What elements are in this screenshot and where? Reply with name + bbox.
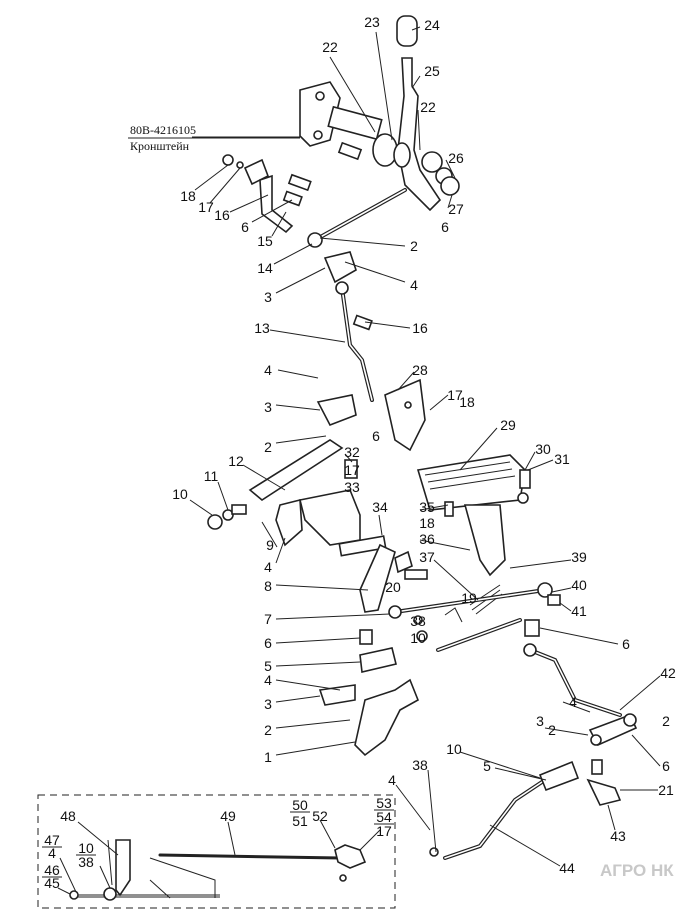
callout-40: 40 bbox=[571, 577, 587, 593]
bracket-name: Кронштейн bbox=[130, 139, 190, 153]
callout-21: 21 bbox=[658, 782, 674, 798]
leader-lines bbox=[57, 26, 661, 895]
bracket-part-number: 80В-4216105 bbox=[130, 123, 196, 137]
callout-4: 4 bbox=[410, 277, 418, 293]
callout-38: 38 bbox=[412, 757, 428, 773]
callout-4: 4 bbox=[48, 845, 56, 861]
callout-28: 28 bbox=[412, 362, 428, 378]
callout-24: 24 bbox=[424, 17, 440, 33]
callout-4: 4 bbox=[264, 672, 272, 688]
callout-41: 41 bbox=[571, 603, 587, 619]
callout-10: 10 bbox=[446, 741, 462, 757]
callout-42: 42 bbox=[660, 665, 676, 681]
callout-17: 17 bbox=[344, 462, 360, 478]
callout-22: 22 bbox=[322, 39, 338, 55]
callout-49: 49 bbox=[220, 808, 236, 824]
callout-5: 5 bbox=[483, 758, 491, 774]
callout-27: 27 bbox=[448, 201, 464, 217]
callout-17: 17 bbox=[447, 387, 463, 403]
callout-1: 1 bbox=[264, 749, 272, 765]
callout-25: 25 bbox=[424, 63, 440, 79]
callout-18: 18 bbox=[180, 188, 196, 204]
callout-38: 38 bbox=[410, 613, 426, 629]
callout-3: 3 bbox=[264, 289, 272, 305]
callout-3: 3 bbox=[264, 696, 272, 712]
callout-22: 22 bbox=[420, 99, 436, 115]
callout-20: 20 bbox=[385, 579, 401, 595]
callout-16: 16 bbox=[412, 320, 428, 336]
callout-4: 4 bbox=[264, 362, 272, 378]
callout-52: 52 bbox=[312, 808, 328, 824]
callout-35: 35 bbox=[419, 499, 435, 515]
callout-31: 31 bbox=[554, 451, 570, 467]
callout-2: 2 bbox=[410, 238, 418, 254]
callout-48: 48 bbox=[60, 808, 76, 824]
parts-linework bbox=[37, 15, 638, 909]
callout-29: 29 bbox=[500, 417, 516, 433]
callout-6: 6 bbox=[264, 635, 272, 651]
callout-13: 13 bbox=[254, 320, 270, 336]
callout-10: 10 bbox=[78, 840, 94, 856]
callout-18: 18 bbox=[419, 515, 435, 531]
callout-32: 32 bbox=[344, 444, 360, 460]
callout-15: 15 bbox=[257, 233, 273, 249]
callout-54: 54 bbox=[376, 809, 392, 825]
callout-10: 10 bbox=[172, 486, 188, 502]
callout-46: 46 bbox=[44, 862, 60, 878]
callout-50: 50 bbox=[292, 797, 308, 813]
callout-6: 6 bbox=[372, 428, 380, 444]
callout-53: 53 bbox=[376, 795, 392, 811]
callout-17: 17 bbox=[376, 823, 392, 839]
callout-39: 39 bbox=[571, 549, 587, 565]
callout-12: 12 bbox=[228, 453, 244, 469]
callout-26: 26 bbox=[448, 150, 464, 166]
callout-5: 5 bbox=[264, 658, 272, 674]
callout-8: 8 bbox=[264, 578, 272, 594]
callout-33: 33 bbox=[344, 479, 360, 495]
callout-18: 18 bbox=[459, 394, 475, 410]
callout-17: 17 bbox=[198, 199, 214, 215]
callout-36: 36 bbox=[419, 531, 435, 547]
callout-2: 2 bbox=[264, 439, 272, 455]
callout-6: 6 bbox=[441, 219, 449, 235]
callout-34: 34 bbox=[372, 499, 388, 515]
callout-3: 3 bbox=[264, 399, 272, 415]
callout-2: 2 bbox=[264, 722, 272, 738]
callout-6: 6 bbox=[622, 636, 630, 652]
callout-6: 6 bbox=[662, 758, 670, 774]
callout-11: 11 bbox=[204, 468, 219, 484]
callout-3: 3 bbox=[536, 713, 544, 729]
callout-6: 6 bbox=[241, 219, 249, 235]
callout-47: 47 bbox=[44, 832, 60, 848]
callout-2: 2 bbox=[662, 713, 670, 729]
callout-19: 19 bbox=[461, 590, 477, 606]
callout-51: 51 bbox=[292, 813, 308, 829]
callout-23: 23 bbox=[364, 14, 380, 30]
callout-37: 37 bbox=[419, 549, 435, 565]
callout-4: 4 bbox=[264, 559, 272, 575]
callout-9: 9 bbox=[266, 537, 274, 553]
callout-10: 10 bbox=[410, 630, 426, 646]
callout-4: 4 bbox=[388, 772, 396, 788]
callout-7: 7 bbox=[264, 611, 272, 627]
watermark: АГРО НК bbox=[600, 861, 674, 880]
callout-45: 45 bbox=[44, 875, 60, 891]
callout-43: 43 bbox=[610, 828, 626, 844]
callout-14: 14 bbox=[257, 260, 273, 276]
callout-44: 44 bbox=[559, 860, 575, 876]
callout-2: 2 bbox=[548, 722, 556, 738]
callout-4: 4 bbox=[569, 694, 577, 710]
callout-38: 38 bbox=[78, 854, 94, 870]
callout-16: 16 bbox=[214, 207, 230, 223]
callout-30: 30 bbox=[535, 441, 551, 457]
